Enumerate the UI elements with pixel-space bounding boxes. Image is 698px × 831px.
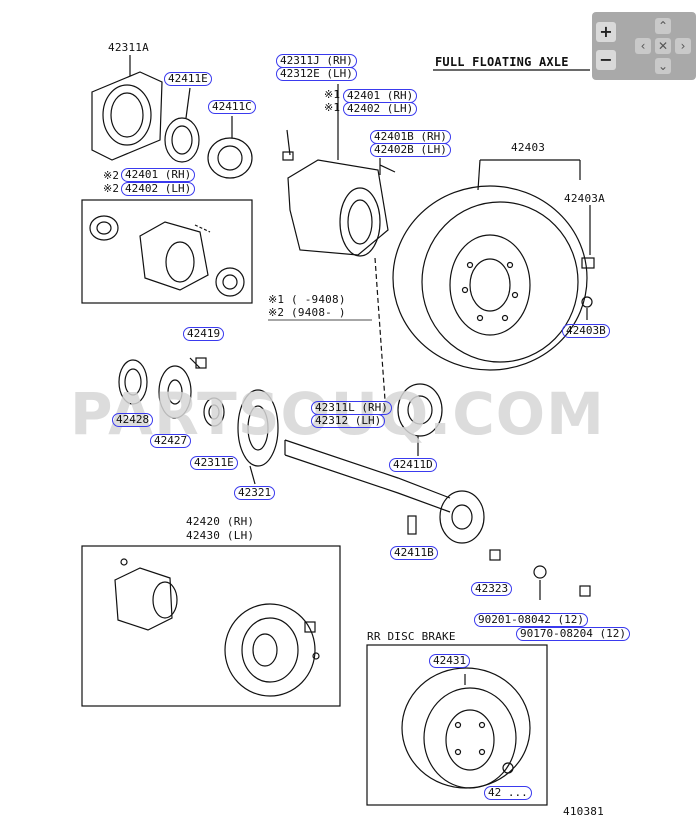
part-link-42311E[interactable]: 42311E [190, 456, 238, 470]
part-link-42402-lh[interactable]: 42402 (LH) [121, 182, 196, 196]
note-mark-1: ※1 [324, 88, 341, 101]
note-mark-2: ※2 [103, 169, 120, 182]
retainer-flange-illustration [91, 55, 163, 161]
part-label-42311A: 42311A [108, 41, 149, 54]
part-link-42312E[interactable]: 42312E (LH) [276, 67, 357, 81]
note-mark-2: ※2 [103, 182, 120, 195]
zoom-in-button[interactable]: + [596, 22, 616, 42]
part-label-42430: 42430 (LH) [186, 529, 255, 542]
part-link-42402B[interactable]: 42402B (LH) [370, 143, 451, 157]
part-link-42323[interactable]: 42323 [471, 582, 513, 596]
part-link-42411B[interactable]: 42411B [390, 546, 438, 560]
part-link-42-partial[interactable]: 42 ... [484, 786, 532, 800]
part-link-42401B[interactable]: 42401B (RH) [370, 130, 451, 144]
part-link-42312[interactable]: 42312 (LH) [311, 414, 386, 428]
part-label-42403: 42403 [511, 141, 546, 154]
pan-down-icon[interactable]: ⌄ [655, 58, 671, 74]
part-link-42419[interactable]: 42419 [183, 327, 225, 341]
part-link-42321[interactable]: 42321 [234, 486, 276, 500]
part-link-42311J[interactable]: 42311J (RH) [276, 54, 357, 68]
part-link-42428[interactable]: 42428 [112, 413, 154, 427]
note-legend-2: ※2 (9408- ) [268, 306, 346, 319]
note-mark-1: ※1 [324, 101, 341, 114]
part-link-42311L[interactable]: 42311L (RH) [311, 401, 392, 415]
part-link-90201-08042[interactable]: 90201-08042 (12) [474, 613, 588, 627]
part-link-42427[interactable]: 42427 [150, 434, 192, 448]
part-link-42401-rh[interactable]: 42401 (RH) [121, 168, 196, 182]
zoom-out-button[interactable]: − [596, 50, 616, 70]
part-link-42403B[interactable]: 42403B [562, 324, 610, 338]
part-link-42411C[interactable]: 42411C [208, 100, 256, 114]
pan-right-icon[interactable]: › [675, 38, 691, 54]
part-link-42431[interactable]: 42431 [429, 654, 471, 668]
diagram-code: 410381 [563, 805, 604, 818]
part-label-42420: 42420 (RH) [186, 515, 255, 528]
part-link-42401-rh[interactable]: 42401 (RH) [343, 89, 418, 103]
reset-view-icon[interactable]: ✕ [655, 38, 671, 54]
pan-left-icon[interactable]: ‹ [635, 38, 651, 54]
note-legend-1: ※1 ( -9408) [268, 293, 346, 306]
part-link-42411E[interactable]: 42411E [164, 72, 212, 86]
map-navigation-control: + − ⌃ ‹ ✕ › ⌄ [592, 12, 696, 80]
pan-up-icon[interactable]: ⌃ [655, 18, 671, 34]
part-link-42411D[interactable]: 42411D [389, 458, 437, 472]
part-label-42403A: 42403A [564, 192, 605, 205]
page-title: FULL FLOATING AXLE [435, 55, 569, 69]
part-link-90170-08204[interactable]: 90170-08204 (12) [516, 627, 630, 641]
section-label: RR DISC BRAKE [367, 630, 456, 643]
part-link-42402-lh[interactable]: 42402 (LH) [343, 102, 418, 116]
